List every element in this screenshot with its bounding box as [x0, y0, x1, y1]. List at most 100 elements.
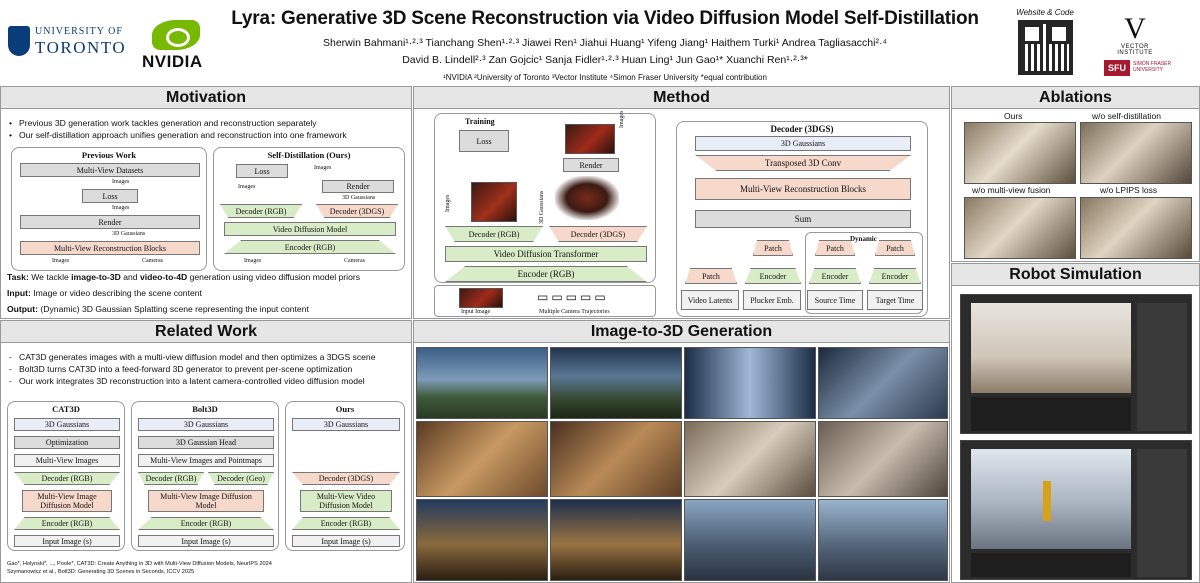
training-diagram: Training Loss Images Render Images 3D Ga…	[434, 110, 656, 283]
nvidia-logo: NVIDIA	[140, 18, 218, 72]
ablation-image	[964, 197, 1076, 259]
bolt3d-diagram: Bolt3D 3D Gaussians 3D Gaussian Head Mul…	[131, 401, 279, 551]
images-vertical-label: Images	[619, 110, 625, 128]
input-text: Image or video describing the scene cont…	[30, 288, 202, 298]
self-decoder-rgb: Decoder (RGB)	[220, 204, 302, 218]
motivation-bullet: Our self-distillation approach unifies g…	[7, 129, 407, 141]
self-images-label: Images	[244, 258, 262, 264]
d-plucker: Plucker Emb.	[743, 290, 801, 310]
images-vertical-label: Images	[445, 194, 451, 212]
dynamic-label: Dynamic	[850, 235, 877, 243]
self-decoder-3dgs: Decoder (3DGS)	[316, 204, 398, 218]
ours-diagram: Ours 3D Gaussians Decoder (3DGS) Multi-V…	[285, 401, 405, 551]
d-target-time: Target Time	[867, 290, 923, 310]
bolt3d-decoder-geo: Decoder (Geo)	[208, 472, 274, 485]
simulator-screenshot	[960, 294, 1192, 434]
related-work-bullets: CAT3D generates images with a multi-view…	[7, 351, 407, 387]
related-bullet: Bolt3D turns CAT3D into a feed-forward 3…	[7, 363, 407, 375]
prev-images-label: Images	[112, 179, 130, 185]
ablation-label: Ours	[1004, 111, 1023, 121]
method-loss: Loss	[459, 130, 509, 152]
generated-scene-image	[550, 499, 682, 581]
motivation-bullets: Previous 3D generation work tackles gene…	[7, 117, 407, 141]
qr-code-icon[interactable]	[1018, 20, 1073, 75]
d-encoder: Encoder	[869, 268, 921, 284]
bolt3d-encoder: Encoder (RGB)	[138, 517, 274, 530]
cat3d-input: Input Image (s)	[14, 535, 120, 547]
d-transposed-conv: Transposed 3D Conv	[695, 155, 911, 171]
method-encoder: Encoder (RGB)	[445, 266, 647, 282]
generated-scene-image	[684, 421, 816, 497]
generated-scene-image	[818, 421, 948, 497]
sim-console	[971, 553, 1131, 577]
ablation-label: w/o LPIPS loss	[1100, 185, 1158, 195]
method-vdt: Video Diffusion Transformer	[445, 246, 647, 262]
training-label: Training	[465, 117, 495, 126]
self-vdm: Video Diffusion Model	[224, 222, 396, 236]
render-image	[565, 124, 615, 154]
generated-scene-image	[416, 421, 548, 497]
d-patch: Patch	[753, 240, 793, 256]
sim-viewport	[971, 303, 1131, 393]
method-inputs: Input Image ▭▭▭▭▭ Multiple Camera Trajec…	[434, 285, 656, 317]
prev-render: Render	[20, 215, 200, 229]
d-sum: Sum	[695, 210, 911, 228]
uoft-crest-icon	[8, 26, 30, 56]
vector-v-icon: V	[1124, 12, 1146, 45]
d-gaussians: 3D Gaussians	[695, 136, 911, 151]
authors-line-1: Sherwin Bahmani¹·²·³ Tianchang Shen¹·²·³…	[323, 37, 887, 49]
method-panel: Method Training Loss Images Render Image…	[413, 86, 950, 319]
task-label: Task:	[7, 272, 29, 282]
uoft-logo: UNIVERSITY OF TORONTO	[8, 22, 130, 66]
self-encoder: Encoder (RGB)	[224, 240, 396, 254]
motivation-title: Motivation	[1, 87, 411, 109]
self-loss: Loss	[236, 164, 288, 178]
sim-property-panel	[1137, 303, 1187, 431]
vector-institute-logo: V VECTOR INSTITUTE	[1105, 14, 1165, 58]
bolt3d-gaussians: 3D Gaussians	[138, 418, 274, 431]
sim-viewport	[971, 449, 1131, 549]
image-to-3d-panel: Image-to-3D Generation	[413, 320, 950, 583]
reference-cat3d: Gao*, Holynski*, ..., Poole*, CAT3D: Cre…	[7, 561, 272, 567]
self-render: Render	[322, 180, 394, 193]
gaussians-vertical-label: 3D Gaussians	[539, 190, 545, 224]
output-line: Output: (Dynamic) 3D Gaussian Splatting …	[7, 303, 407, 315]
generated-scene-image	[550, 421, 682, 497]
bolt3d-title: Bolt3D	[192, 404, 218, 414]
task-bold: image-to-3D	[71, 272, 121, 282]
d-patch: Patch	[875, 240, 915, 256]
authors-line-2: David B. Lindell²·³ Zan Gojcic¹ Sanja Fi…	[402, 54, 808, 66]
self-3dg-label: 3D Gaussians	[342, 195, 376, 201]
self-images-label: Images	[314, 165, 332, 171]
method-render: Render	[563, 158, 619, 172]
cat3d-model: Multi-View Image Diffusion Model	[22, 490, 112, 512]
d-patch: Patch	[685, 268, 737, 284]
generated-scene-image	[818, 499, 948, 581]
sim-console	[971, 397, 1131, 431]
nvidia-eye-icon	[152, 20, 200, 50]
reference-bolt3d: Szymanowicz et al., Bolt3D: Generating 3…	[7, 569, 195, 575]
previous-work-diagram: Previous Work Multi-View Datasets Images…	[11, 147, 207, 271]
bolt3d-input: Input Image (s)	[138, 535, 274, 547]
input-image-thumb	[459, 288, 503, 308]
previous-work-title: Previous Work	[81, 150, 137, 160]
d-source-time: Source Time	[807, 290, 863, 310]
d-encoder: Encoder	[809, 268, 861, 284]
affiliations: ¹NVIDIA ²University of Toronto ³Vector I…	[443, 73, 767, 82]
ablation-label: w/o self-distillation	[1092, 111, 1161, 121]
prev-loss: Loss	[82, 189, 138, 203]
ours-decoder: Decoder (3DGS)	[292, 472, 400, 485]
related-work-title: Related Work	[1, 321, 411, 343]
image-to-3d-title: Image-to-3D Generation	[414, 321, 949, 343]
cat3d-encoder: Encoder (RGB)	[14, 517, 120, 530]
self-distillation-diagram: Self-Distillation (Ours) Loss Images Ima…	[213, 147, 405, 271]
prev-images-label: Images	[112, 205, 130, 211]
task-text: generation using video diffusion model p…	[187, 272, 361, 282]
related-bullet: Our work integrates 3D reconstruction in…	[7, 375, 407, 387]
decoder-3dgs-detail: Decoder (3DGS) 3D Gaussians Transposed 3…	[676, 121, 928, 317]
simulator-screenshot	[960, 440, 1192, 580]
prev-3dg-label: 3D Gaussians	[112, 231, 146, 237]
cat3d-decoder: Decoder (RGB)	[14, 472, 120, 485]
prev-images-label: Images	[52, 258, 70, 264]
output-label: Output:	[7, 304, 39, 314]
